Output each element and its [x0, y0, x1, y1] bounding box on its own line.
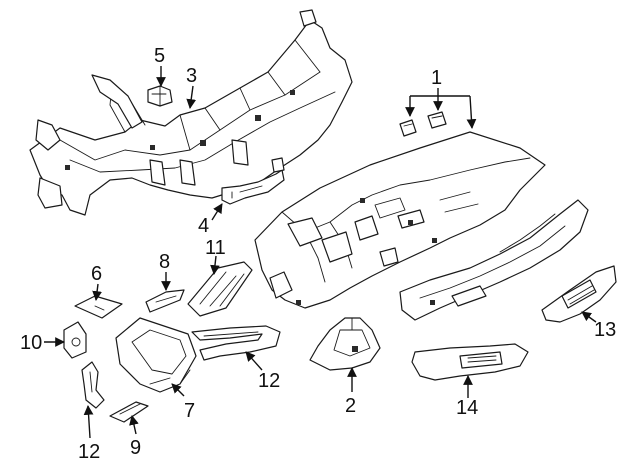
part-4-bracket — [221, 157, 285, 205]
part-12-trim-left — [81, 361, 105, 409]
callout-6: 6 — [91, 263, 102, 285]
callout-10: 10 — [20, 332, 42, 354]
part-12-trim-middle — [191, 325, 281, 361]
part-7-glove-box — [115, 317, 197, 393]
callout-13: 13 — [594, 319, 616, 341]
part-5-bracket — [147, 85, 173, 107]
part-13-vent — [541, 265, 617, 323]
part-9-handle — [109, 401, 149, 423]
part-1-clip-right — [427, 111, 447, 129]
callout-labels: 1 2 3 4 5 6 7 8 9 10 11 12 12 13 14 — [20, 45, 616, 463]
part-10-cap — [63, 321, 87, 359]
callout-14: 14 — [456, 397, 478, 419]
part-3-reinforcement-beam — [29, 9, 353, 216]
callout-5: 5 — [154, 45, 165, 67]
callout-3: 3 — [186, 65, 197, 87]
leader-lines — [44, 66, 597, 439]
callout-7: 7 — [184, 400, 195, 422]
callout-9: 9 — [130, 437, 141, 459]
part-14-center-trim — [411, 343, 529, 381]
part-6-panel — [74, 295, 123, 319]
part-2-center-bracket — [309, 317, 381, 371]
callout-12-left: 12 — [78, 441, 100, 463]
part-1-instrument-panel — [254, 131, 546, 309]
callout-2: 2 — [345, 395, 356, 417]
callout-1: 1 — [431, 67, 442, 89]
part-8-trim — [145, 289, 185, 313]
callout-4: 4 — [198, 215, 209, 237]
part-1-clip-left — [399, 119, 417, 137]
callout-12-middle: 12 — [258, 370, 280, 392]
callout-11: 11 — [205, 237, 226, 259]
part-11-vent — [187, 261, 253, 317]
lower-trim-right — [399, 199, 589, 321]
callout-8: 8 — [159, 251, 170, 273]
